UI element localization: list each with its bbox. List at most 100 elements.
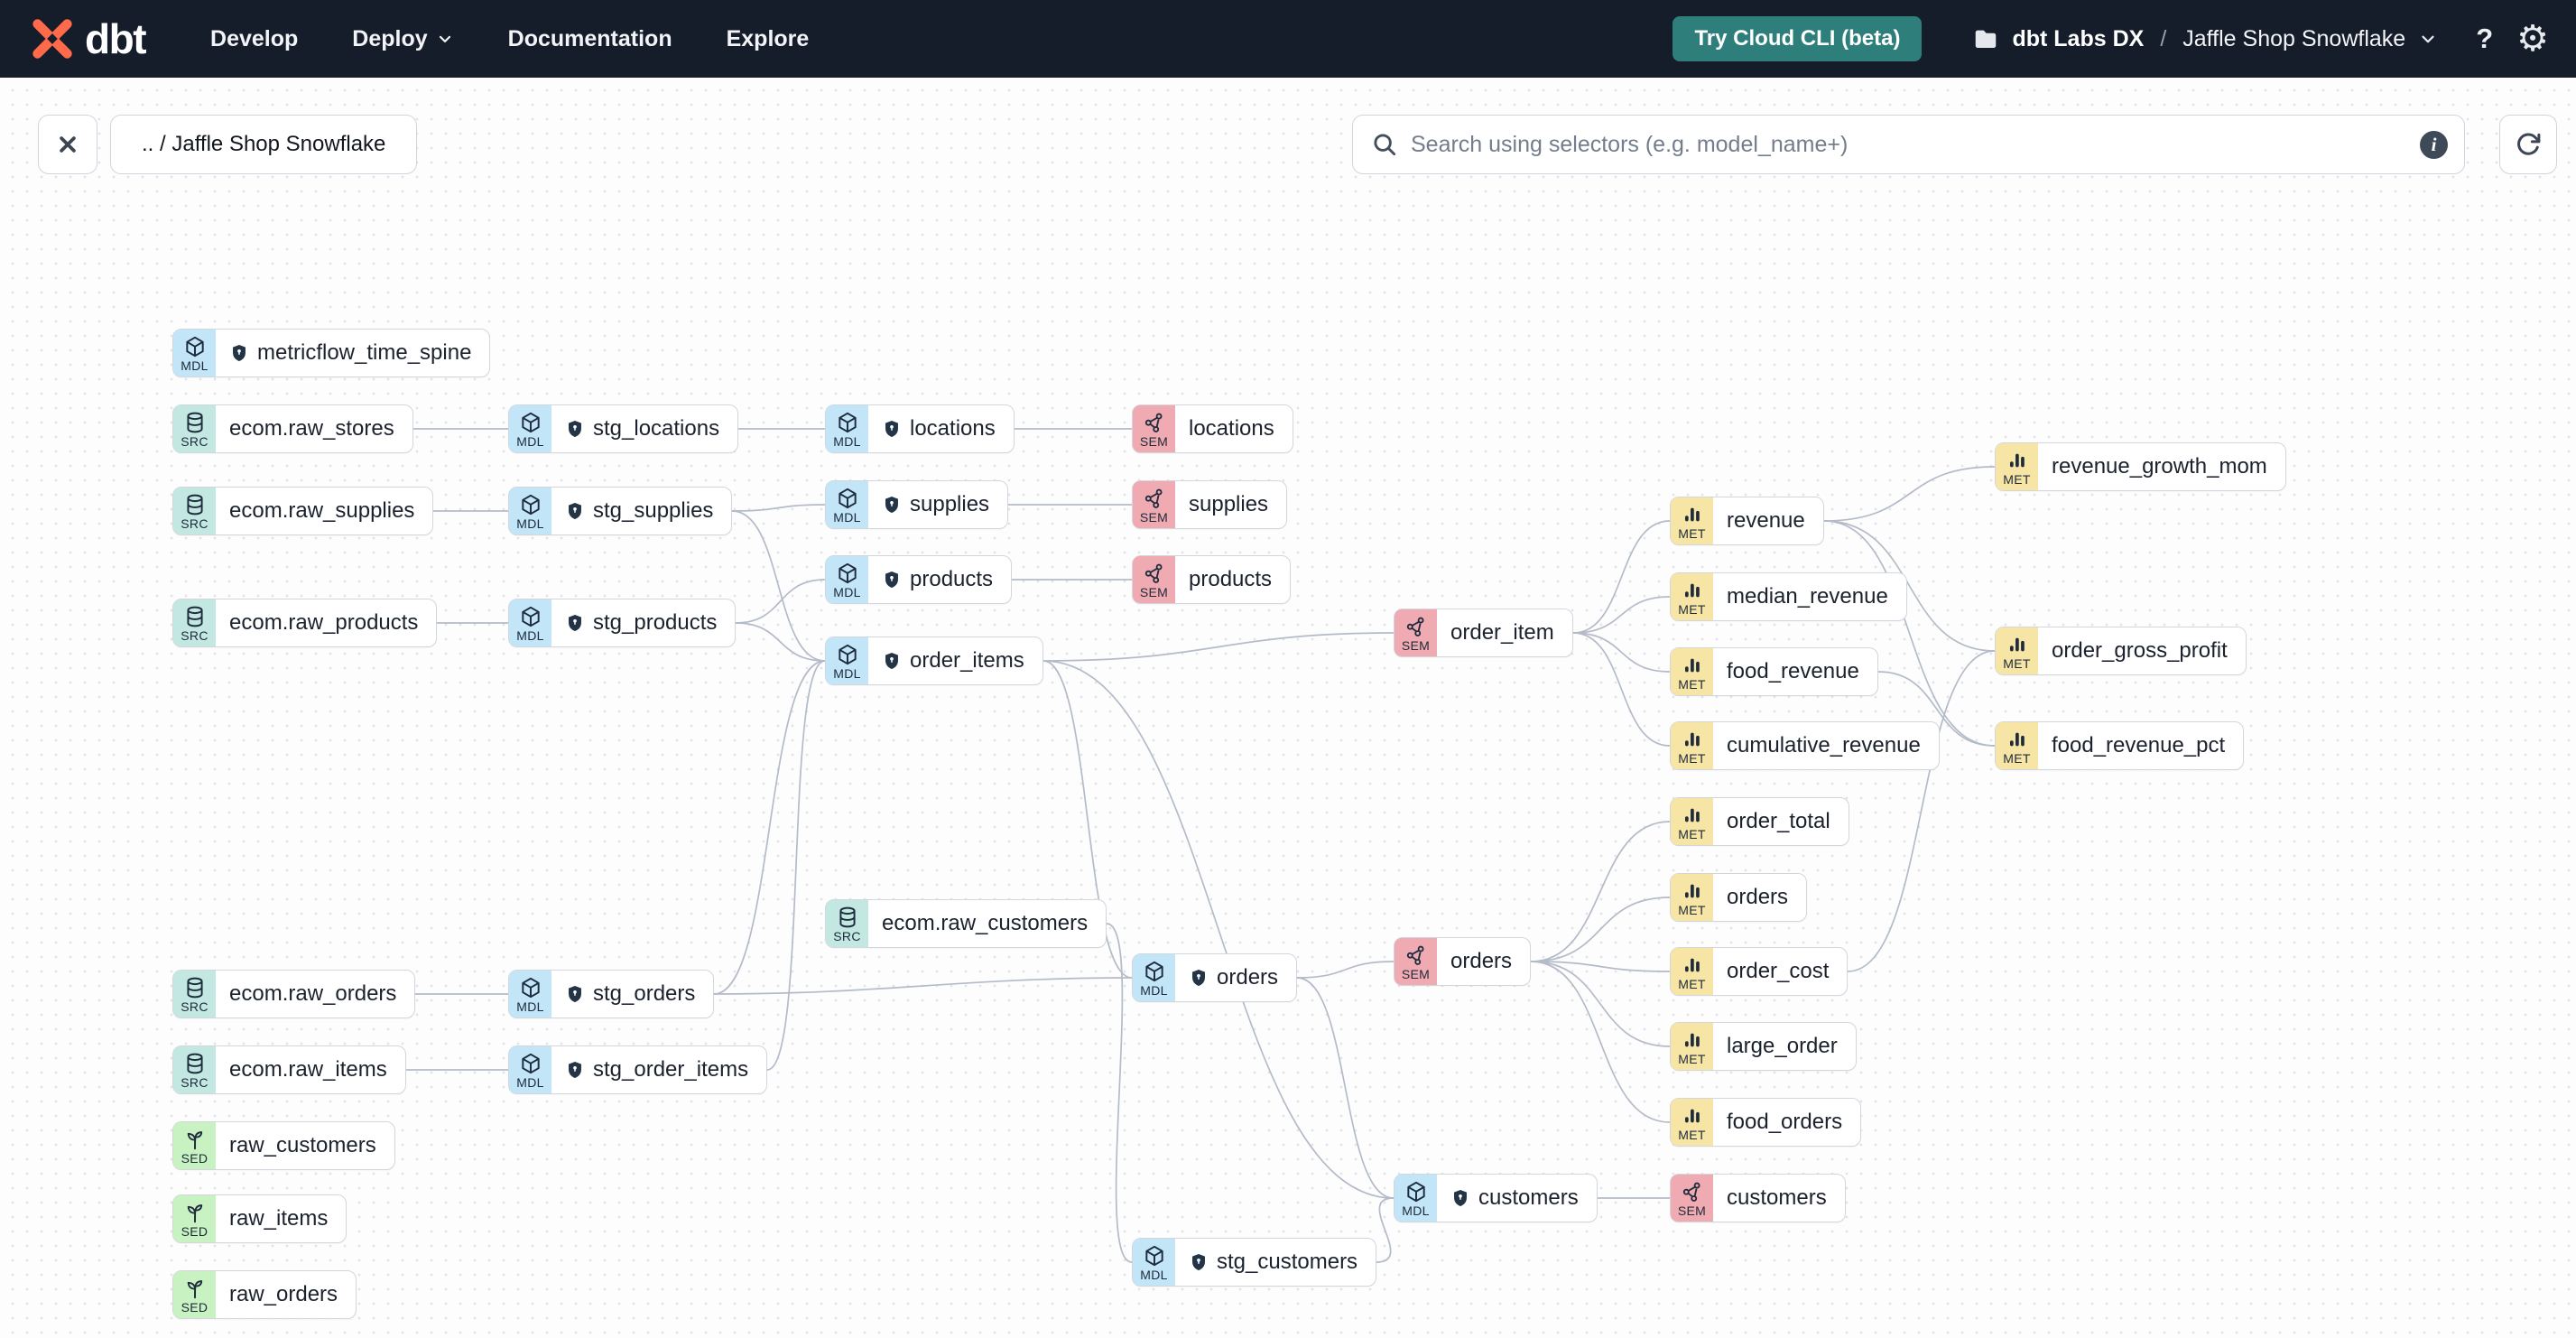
- shield-badge-icon: [885, 497, 898, 513]
- settings-gear-icon[interactable]: ⚙: [2516, 19, 2549, 59]
- node-src_raw_orders[interactable]: SRC ecom.raw_orders: [172, 970, 416, 1018]
- nav-item-documentation[interactable]: Documentation: [507, 25, 672, 51]
- edge-met_revenue-to-met_food_revenue_pct: [1823, 520, 1996, 747]
- node-mdl_stg_locations[interactable]: MDL stg_locations: [508, 404, 739, 453]
- node-type-label: MET: [1678, 1127, 1706, 1142]
- node-type-label: SEM: [1139, 509, 1169, 525]
- node-mdl_metricflow_time_spine[interactable]: MDL metricflow_time_spine: [172, 329, 491, 377]
- node-label: orders: [1727, 885, 1789, 909]
- node-mdl_locations[interactable]: MDL locations: [825, 404, 1015, 453]
- node-met_revenue_growth_mom[interactable]: MET revenue_growth_mom: [1995, 442, 2286, 491]
- node-met_median_revenue[interactable]: MET median_revenue: [1670, 572, 1907, 621]
- refresh-icon: [2517, 133, 2541, 155]
- node-body: order_items: [868, 637, 1042, 684]
- node-body: ecom.raw_orders: [216, 971, 414, 1017]
- help-icon[interactable]: ?: [2476, 23, 2494, 54]
- node-body: ecom.raw_items: [216, 1046, 405, 1093]
- node-type-label: MDL: [833, 665, 861, 681]
- node-mdl_stg_customers[interactable]: MDL stg_customers: [1132, 1238, 1377, 1287]
- node-label: median_revenue: [1727, 584, 1888, 609]
- account-name[interactable]: dbt Labs DX: [2012, 25, 2145, 51]
- info-icon[interactable]: i: [2420, 130, 2448, 159]
- edge-mdl_stg_supplies-to-mdl_order_items: [731, 510, 826, 662]
- dbt-logo[interactable]: dbt: [31, 17, 147, 60]
- nav-item-explore[interactable]: Explore: [726, 25, 810, 51]
- node-label: ecom.raw_items: [229, 1057, 387, 1082]
- node-body: order_item: [1437, 609, 1572, 656]
- node-mdl_customers[interactable]: MDL customers: [1394, 1174, 1598, 1222]
- shield-badge-icon: [569, 421, 581, 437]
- node-type-label: MET: [1678, 1051, 1706, 1066]
- edge-mdl_stg_supplies-to-mdl_supplies: [731, 504, 826, 512]
- metric-type-icon: MET: [1671, 497, 1713, 544]
- lineage-breadcrumb[interactable]: .. / Jaffle Shop Snowflake: [110, 115, 418, 174]
- semantic-model-type-icon: SEM: [1395, 938, 1437, 985]
- node-label: locations: [1189, 416, 1274, 441]
- node-type-label: MDL: [516, 516, 544, 531]
- node-body: raw_items: [216, 1195, 346, 1242]
- node-type-label: SRC: [181, 999, 208, 1014]
- node-type-label: MDL: [1402, 1203, 1430, 1218]
- node-mdl_order_items[interactable]: MDL order_items: [825, 636, 1043, 685]
- node-label: raw_customers: [229, 1133, 376, 1157]
- refresh-lineage-button[interactable]: [2499, 115, 2557, 174]
- node-label: food_revenue_pct: [2052, 733, 2226, 757]
- node-type-label: MDL: [181, 358, 208, 373]
- node-type-label: MET: [2003, 655, 2031, 671]
- node-mdl_orders[interactable]: MDL orders: [1132, 953, 1298, 1002]
- lineage-edges-layer: [406, 428, 1996, 1263]
- source-type-icon: SRC: [826, 900, 868, 947]
- close-lineage-button[interactable]: [38, 115, 97, 174]
- chevron-down-icon[interactable]: [2418, 29, 2438, 49]
- node-mdl_stg_orders[interactable]: MDL stg_orders: [508, 970, 715, 1018]
- top-navbar: dbt Develop Deploy Documentation Explore…: [0, 0, 2576, 78]
- node-type-label: SRC: [833, 928, 861, 943]
- nav-item-develop[interactable]: Develop: [210, 25, 299, 51]
- node-mdl_products[interactable]: MDL products: [825, 555, 1013, 604]
- edge-sem_orders-to-met_orders: [1530, 897, 1671, 962]
- project-breadcrumb: dbt Labs DX / Jaffle Shop Snowflake: [1972, 25, 2438, 52]
- breadcrumb-separator: /: [2160, 25, 2167, 51]
- shield-badge-icon: [569, 503, 581, 519]
- node-type-label: MET: [1678, 676, 1706, 692]
- node-label: stg_orders: [593, 981, 696, 1006]
- try-cloud-cli-button[interactable]: Try Cloud CLI (beta): [1673, 16, 1923, 61]
- node-mdl_stg_order_items[interactable]: MDL stg_order_items: [508, 1045, 768, 1094]
- project-selector[interactable]: Jaffle Shop Snowflake: [2182, 25, 2406, 51]
- node-mdl_supplies[interactable]: MDL supplies: [825, 480, 1009, 529]
- chevron-down-icon: [439, 35, 450, 43]
- node-mdl_stg_supplies[interactable]: MDL stg_supplies: [508, 487, 733, 535]
- node-type-label: MET: [2003, 471, 2031, 487]
- node-mdl_stg_products[interactable]: MDL stg_products: [508, 599, 737, 647]
- node-label: revenue_growth_mom: [2052, 454, 2267, 479]
- search-input[interactable]: [1411, 131, 2420, 158]
- node-body: order_total: [1713, 798, 1849, 845]
- node-type-label: MET: [1678, 601, 1706, 617]
- nav-item-deploy[interactable]: Deploy: [352, 26, 453, 52]
